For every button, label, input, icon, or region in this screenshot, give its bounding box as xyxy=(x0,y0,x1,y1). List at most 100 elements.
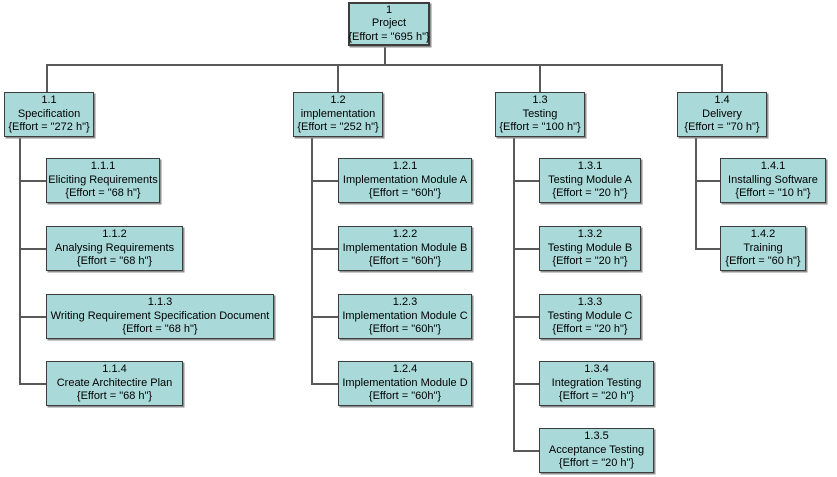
wbs-node-1-2-2[interactable]: 1.2.2 Implementation Module B {Effort = … xyxy=(338,226,472,271)
node-number: 1.4.2 xyxy=(750,228,776,241)
node-effort: {Effort = "60h"} xyxy=(368,323,442,336)
node-number: 1.2.3 xyxy=(392,296,418,309)
node-number: 1.4 xyxy=(714,94,730,107)
node-number: 1.1.3 xyxy=(147,296,173,309)
connector-drop-testing xyxy=(539,64,541,92)
wbs-node-1-1-2[interactable]: 1.1.2 Analysing Requirements {Effort = "… xyxy=(46,226,183,271)
node-title: Eliciting Requirements xyxy=(48,173,158,186)
wbs-node-1[interactable]: 1 Project {Effort = "695 h"} xyxy=(348,2,430,46)
node-number: 1.1.2 xyxy=(102,228,127,241)
node-effort: {Effort = "68 h"} xyxy=(122,323,198,336)
node-effort: {Effort = "695 h"} xyxy=(348,30,430,43)
connector-stub-1-1-2 xyxy=(19,248,46,250)
node-title: Training xyxy=(743,241,783,254)
node-number: 1.1 xyxy=(41,94,57,107)
node-number: 1.3.5 xyxy=(584,430,609,443)
wbs-node-1-1-3[interactable]: 1.1.3 Writing Requirement Specification … xyxy=(46,294,274,339)
connector-drop-delivery xyxy=(721,64,723,92)
connector-trunk-1-1 xyxy=(19,137,21,384)
node-effort: {Effort = "10 h"} xyxy=(735,187,811,200)
wbs-node-1-1[interactable]: 1.1 Specification {Effort = "272 h"} xyxy=(4,92,94,137)
connector-drop-impl xyxy=(337,64,339,92)
node-number: 1.2 xyxy=(330,94,346,107)
node-effort: {Effort = "20 h"} xyxy=(552,323,628,336)
connector-trunk-1-2 xyxy=(311,137,313,384)
node-title: Create Architectire Plan xyxy=(56,376,173,389)
node-number: 1.3 xyxy=(532,94,548,107)
wbs-node-1-2[interactable]: 1.2 implementation {Effort = "252 h"} xyxy=(293,92,383,137)
node-number: 1.2.1 xyxy=(392,160,418,173)
connector-trunk-1-3 xyxy=(513,137,515,451)
wbs-node-1-3-2[interactable]: 1.3.2 Testing Module B {Effort = "20 h"} xyxy=(539,226,641,271)
node-number: 1.2.4 xyxy=(392,363,418,376)
node-number: 1 xyxy=(385,3,393,16)
wbs-node-1-2-4[interactable]: 1.2.4 Implementation Module D {Effort = … xyxy=(338,361,472,406)
node-title: Implementation Module B xyxy=(342,241,468,254)
wbs-node-1-3-4[interactable]: 1.3.4 Integration Testing {Effort = "20 … xyxy=(539,361,654,406)
node-effort: {Effort = "68 h"} xyxy=(76,255,153,268)
wbs-node-1-4-1[interactable]: 1.4.1 Installing Software {Effort = "10 … xyxy=(720,158,826,203)
connector-stub-1-1-4 xyxy=(19,383,46,385)
node-title: Implementation Module A xyxy=(342,173,468,186)
node-effort: {Effort = "272 h"} xyxy=(8,121,90,134)
node-number: 1.4.1 xyxy=(760,160,786,173)
node-title: Acceptance Testing xyxy=(548,443,645,456)
connector-stub-1-4-1 xyxy=(695,180,720,182)
node-title: Implementation Module D xyxy=(342,376,468,389)
wbs-node-1-3-5[interactable]: 1.3.5 Acceptance Testing {Effort = "20 h… xyxy=(539,428,654,473)
node-number: 1.3.3 xyxy=(577,296,603,309)
wbs-node-1-1-4[interactable]: 1.1.4 Create Architectire Plan {Effort =… xyxy=(46,361,183,406)
connector-stub-1-3-5 xyxy=(513,450,539,452)
node-title: Testing Module B xyxy=(547,241,633,254)
connector-stub-1-1-3 xyxy=(19,316,46,318)
connector-stub-1-3-1 xyxy=(513,180,539,182)
connector-drop-spec xyxy=(46,64,48,92)
node-title: Installing Software xyxy=(728,173,818,186)
node-title: Testing xyxy=(522,107,558,120)
wbs-node-1-2-1[interactable]: 1.2.1 Implementation Module A {Effort = … xyxy=(338,158,472,203)
node-title: Testing Module A xyxy=(548,173,632,186)
connector-stub-1-4-2 xyxy=(695,248,720,250)
node-effort: {Effort = "100 h"} xyxy=(499,121,581,134)
node-effort: {Effort = "20 h"} xyxy=(552,255,628,268)
node-title: Implementation Module C xyxy=(342,309,468,322)
connector-stub-1-2-3 xyxy=(311,316,338,318)
connector-stub-1-2-1 xyxy=(311,180,338,182)
connector-stub-1-2-2 xyxy=(311,248,338,250)
node-title: Project xyxy=(371,17,407,30)
node-effort: {Effort = "68 h"} xyxy=(65,187,141,200)
node-effort: {Effort = "60h"} xyxy=(368,187,442,200)
node-title: Testing Module C xyxy=(547,309,633,322)
connector-stub-1-3-4 xyxy=(513,383,539,385)
connector-stub-1-2-4 xyxy=(311,383,338,385)
wbs-node-1-3-3[interactable]: 1.3.3 Testing Module C {Effort = "20 h"} xyxy=(539,294,641,339)
node-number: 1.3.4 xyxy=(584,363,609,376)
node-number: 1.1.1 xyxy=(90,160,116,173)
connector-trunk-1-4 xyxy=(695,137,697,249)
node-title: Writing Requirement Specification Docume… xyxy=(50,309,270,322)
node-title: implementation xyxy=(300,107,376,120)
wbs-node-1-4-2[interactable]: 1.4.2 Training {Effort = "60 h"} xyxy=(720,226,806,271)
node-effort: {Effort = "20 h"} xyxy=(552,187,628,200)
node-title: Delivery xyxy=(702,107,742,120)
node-number: 1.1.4 xyxy=(102,363,127,376)
connector-stub-1-3-2 xyxy=(513,248,539,250)
wbs-node-1-1-1[interactable]: 1.1.1 Eliciting Requirements {Effort = "… xyxy=(46,158,160,203)
node-title: Specification xyxy=(17,107,81,120)
node-title: Integration Testing xyxy=(551,376,642,389)
node-effort: {Effort = "20 h"} xyxy=(558,390,635,403)
node-effort: {Effort = "60 h"} xyxy=(725,255,801,268)
node-effort: {Effort = "20 h"} xyxy=(558,457,635,470)
node-effort: {Effort = "252 h"} xyxy=(297,121,379,134)
connector-main-horizontal xyxy=(46,64,723,66)
node-effort: {Effort = "60h"} xyxy=(368,390,442,403)
wbs-node-1-3[interactable]: 1.3 Testing {Effort = "100 h"} xyxy=(495,92,585,137)
wbs-node-1-2-3[interactable]: 1.2.3 Implementation Module C {Effort = … xyxy=(338,294,472,339)
node-number: 1.3.2 xyxy=(577,228,603,241)
connector-root-stub xyxy=(384,46,386,64)
wbs-node-1-3-1[interactable]: 1.3.1 Testing Module A {Effort = "20 h"} xyxy=(539,158,641,203)
node-title: Analysing Requirements xyxy=(54,241,175,254)
node-effort: {Effort = "60h"} xyxy=(368,255,442,268)
wbs-node-1-4[interactable]: 1.4 Delivery {Effort = "70 h"} xyxy=(677,92,767,137)
